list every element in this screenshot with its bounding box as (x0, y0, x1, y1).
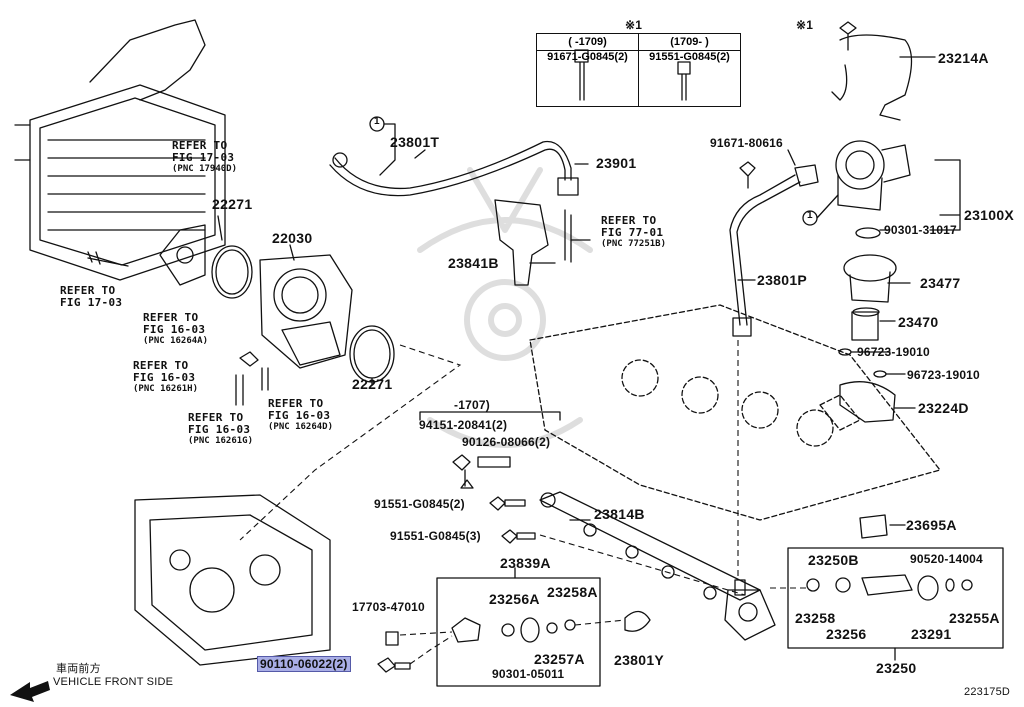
part-label-23250[interactable]: 23250 (876, 660, 917, 676)
part-23470 (851, 311, 879, 341)
part-label-1707: -1707) (454, 398, 490, 412)
refer-label-fig17-03[interactable]: REFER TO FIG 17-03 (60, 284, 123, 309)
refer-label-16264A[interactable]: REFER TO FIG 16-03 (PNC 16264A) (143, 311, 209, 347)
part-label-23258A[interactable]: 23258A (547, 584, 598, 600)
bolt-table-col2 (677, 61, 691, 101)
part-23255A (961, 579, 973, 591)
part-23256 (835, 577, 851, 593)
part-label-23814B[interactable]: 23814B (594, 506, 645, 522)
intercooler-drawing (14, 19, 226, 286)
part-label-23901[interactable]: 23901 (596, 155, 637, 171)
part-label-91551-G0845-3[interactable]: 91551-G0845(3) (390, 529, 481, 543)
part-label-90301-05011[interactable]: 90301-05011 (492, 667, 565, 681)
bolt-91671-80616 (739, 161, 756, 189)
part-label-96723-19010-a[interactable]: 96723-19010 (857, 345, 930, 359)
part-label-23256A[interactable]: 23256A (489, 591, 540, 607)
part-label-23255A[interactable]: 23255A (949, 610, 1000, 626)
circle-marker-label-right: 1 (807, 210, 813, 221)
throttle-body-drawing (259, 254, 353, 369)
part-label-23258[interactable]: 23258 (795, 610, 836, 626)
engine-block-drawing (134, 494, 331, 666)
bolt-23214A (839, 21, 857, 51)
front-direction-arrow (10, 681, 50, 702)
sensor-23839A (451, 617, 481, 643)
refer-label-16261G[interactable]: REFER TO FIG 16-03 (PNC 16261G) (188, 411, 254, 447)
injector-23250B (861, 574, 913, 596)
stud-90126 (477, 456, 511, 468)
refer-label-16261H[interactable]: REFER TO FIG 16-03 (PNC 16261H) (133, 359, 199, 395)
part-23258 (806, 578, 820, 592)
refer-label-77251B[interactable]: REFER TO FIG 77-01 (PNC 77251B) (601, 214, 667, 250)
gasket-22271-upper (211, 245, 253, 299)
part-label-23100X[interactable]: 23100X (964, 207, 1015, 223)
part-label-22271-lower[interactable]: 22271 (352, 376, 393, 392)
part-23477 (843, 254, 897, 282)
part-label-91551-G0845-2[interactable]: 91551-G0845(2) (374, 497, 465, 511)
part-label-22030[interactable]: 22030 (272, 230, 313, 246)
fuel-pump-drawing (835, 140, 911, 211)
table-col1-header: ( -1709) (537, 34, 639, 51)
refer-label-17940D[interactable]: REFER TO FIG 17-03 (PNC 17940D) (172, 139, 238, 175)
watermark-emblem (417, 167, 593, 448)
box-23839A (436, 577, 601, 687)
part-label-23695A[interactable]: 23695A (906, 517, 957, 533)
circle-marker-label-top: 1 (374, 116, 380, 127)
part-label-23841B[interactable]: 23841B (448, 255, 499, 271)
bracket-23214A (831, 34, 913, 121)
table-col2-part[interactable]: 91551-G0845(2) (649, 51, 730, 63)
part-label-23839A[interactable]: 23839A (500, 555, 551, 571)
part-label-90301-31017[interactable]: 90301-31017 (884, 223, 957, 237)
clip-23695A (859, 514, 888, 539)
bracket-23841B (494, 199, 549, 286)
part-label-17703-47010[interactable]: 17703-47010 (352, 600, 425, 614)
fastener-table: ( -1709) (1709- ) 91671-G0845(2) 91551-G… (536, 33, 741, 107)
part-label-23291[interactable]: 23291 (911, 626, 952, 642)
plug-17703 (385, 631, 399, 646)
part-label-90126-08066[interactable]: 90126-08066(2) (462, 435, 551, 449)
footnote-mark-bolt: ※1 (796, 18, 814, 32)
bolt-90110 (377, 657, 411, 673)
direction-label-en: VEHICLE FRONT SIDE (53, 676, 174, 688)
refer-label-16264D[interactable]: REFER TO FIG 16-03 (PNC 16264D) (268, 397, 334, 433)
part-label-23801Y[interactable]: 23801Y (614, 652, 665, 668)
part-label-23477[interactable]: 23477 (920, 275, 961, 291)
part-label-23257A[interactable]: 23257A (534, 651, 585, 667)
part-label-23214A[interactable]: 23214A (938, 50, 989, 66)
part-label-90520-14004[interactable]: 90520-14004 (910, 552, 983, 566)
figure-code: 223175D (964, 686, 1011, 698)
fuel-line-23801P (729, 174, 796, 326)
bolt-91551-2 (489, 496, 526, 511)
table-col1-part[interactable]: 91671-G0845(2) (547, 51, 628, 63)
table-col2-header: (1709- ) (639, 34, 740, 51)
part-label-96723-19010-b[interactable]: 96723-19010 (907, 368, 980, 382)
part-label-23801T[interactable]: 23801T (390, 134, 440, 150)
bolt-94151 (452, 454, 471, 471)
part-label-23250B[interactable]: 23250B (808, 552, 859, 568)
gasket-23801Y (624, 610, 651, 632)
cylinder-head-cover (529, 304, 941, 521)
part-23291 (917, 575, 939, 601)
direction-label-jp: 車両前方 (56, 663, 101, 675)
part-label-91671-80616[interactable]: 91671-80616 (710, 136, 783, 150)
fuel-pipe-23901 (329, 148, 566, 197)
bolt-left (87, 251, 129, 267)
part-label-90110-06022-highlighted[interactable]: 90110-06022(2) (257, 656, 351, 672)
table-footnote-mark: ※1 (625, 18, 643, 32)
part-label-23470[interactable]: 23470 (898, 314, 939, 330)
bolt-91551-3 (501, 529, 536, 544)
part-label-22271-upper[interactable]: 22271 (212, 196, 253, 212)
part-label-23801P[interactable]: 23801P (757, 272, 808, 288)
part-label-94151-20841[interactable]: 94151-20841(2) (419, 418, 508, 432)
part-label-23256[interactable]: 23256 (826, 626, 867, 642)
gasket-23224D (839, 381, 896, 423)
gasket-22271-lower (349, 325, 395, 383)
part-label-23224D[interactable]: 23224D (918, 400, 969, 416)
